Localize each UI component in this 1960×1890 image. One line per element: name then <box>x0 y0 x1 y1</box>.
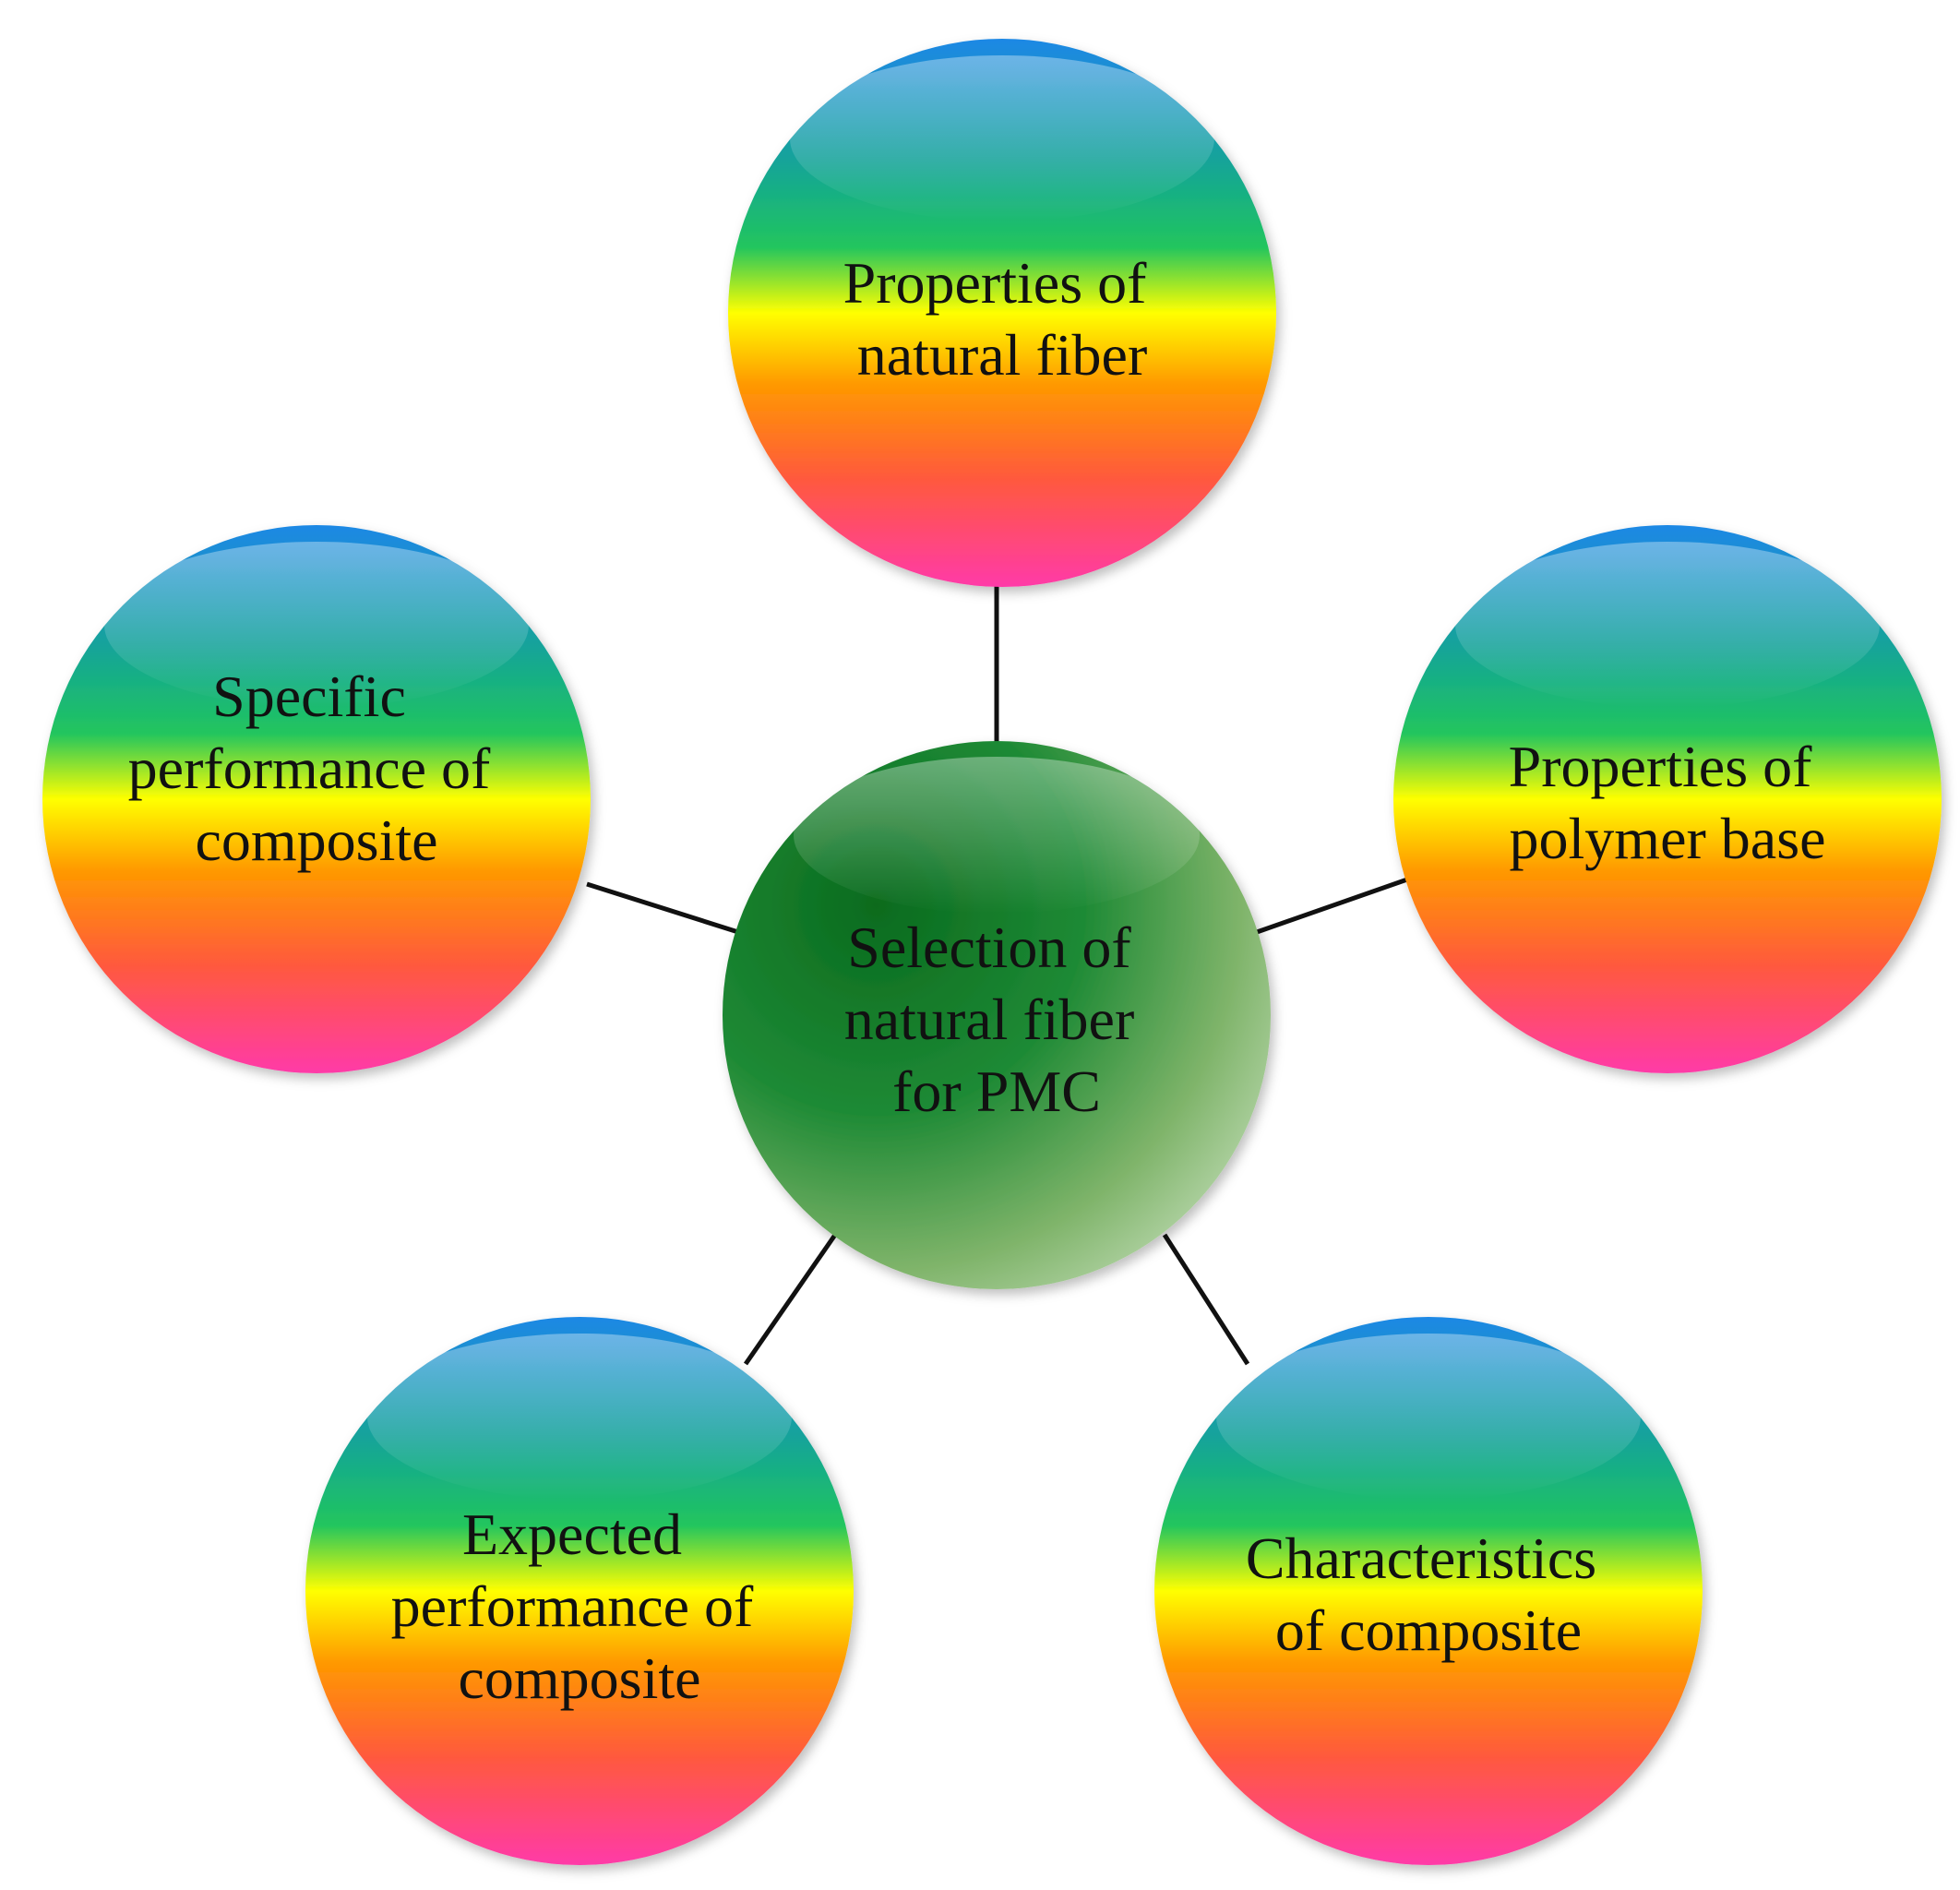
svg-text:Properties of natural fi: Properties of natural fiber <box>843 250 1162 388</box>
center-gloss <box>794 757 1200 914</box>
node-label-line: Specific <box>212 664 406 729</box>
node-gloss <box>1455 542 1880 708</box>
connector-right <box>1256 877 1408 935</box>
connector-bottom-right <box>1162 1233 1250 1366</box>
center-node-selection-of-natural-fiber-for-pmc: Selection of natural fiber for PMC <box>723 741 1271 1289</box>
svg-text:Expected performance of: Expected performance of composite <box>391 1501 769 1711</box>
node-gloss <box>104 542 529 708</box>
node-label-line: Expected <box>462 1501 682 1567</box>
node-specific-performance-of-composite: Specific performance of composite <box>42 525 591 1073</box>
node-properties-of-polymer-base: Properties of polymer base <box>1393 525 1942 1073</box>
connector-bottom-left <box>743 1233 838 1366</box>
node-properties-of-natural-fiber: Properties of natural fiber <box>728 39 1276 587</box>
node-gloss <box>367 1334 792 1500</box>
svg-text:Specific performance of: Specific performance of composite <box>128 664 506 873</box>
node-label-line: composite <box>458 1645 700 1711</box>
svg-text:Characteristics of compo: Characteristics of composite <box>1246 1525 1611 1663</box>
node-label-line: Characteristics <box>1246 1525 1596 1591</box>
center-label-line: for PMC <box>892 1059 1101 1124</box>
node-gloss <box>790 55 1214 221</box>
node-label-line: polymer base <box>1510 806 1826 871</box>
node-label-line: of composite <box>1275 1597 1582 1663</box>
node-gloss <box>1216 1334 1641 1500</box>
node-label-line: Properties of <box>1509 734 1813 799</box>
connectors <box>586 583 1408 1366</box>
node-expected-performance-of-composite: Expected performance of composite <box>305 1317 854 1865</box>
node-label-line: performance of <box>128 736 491 801</box>
node-characteristics-of-composite: Characteristics of composite <box>1154 1317 1703 1865</box>
node-label-line: composite <box>195 807 437 873</box>
svg-text:Properties of polymer ba: Properties of polymer base <box>1509 734 1827 871</box>
connector-left <box>586 881 739 935</box>
node-label-line: Properties of <box>843 250 1148 316</box>
center-label-line: natural fiber <box>844 987 1135 1052</box>
svg-text:Selection of natural fib: Selection of natural fiber for PMC <box>844 915 1150 1124</box>
node-label-line: performance of <box>391 1573 754 1639</box>
node-label-line: natural fiber <box>857 322 1148 388</box>
center-label-line: Selection of <box>847 915 1131 980</box>
